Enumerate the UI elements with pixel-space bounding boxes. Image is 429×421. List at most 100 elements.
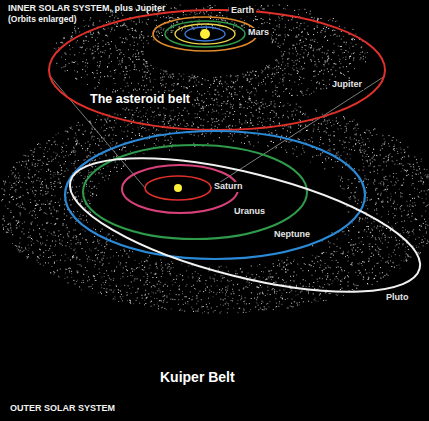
- belt-dot: [302, 93, 303, 94]
- belt-dot: [256, 19, 257, 20]
- belt-dot: [205, 79, 206, 80]
- belt-dot: [363, 58, 364, 59]
- belt-dot: [197, 25, 198, 26]
- belt-dot: [334, 52, 335, 53]
- belt-dot: [302, 31, 303, 32]
- belt-dot: [52, 252, 53, 253]
- belt-dot: [213, 118, 214, 119]
- belt-dot: [70, 54, 71, 55]
- belt-dot: [171, 17, 172, 18]
- belt-dot: [125, 25, 126, 26]
- belt-dot: [231, 280, 232, 281]
- belt-dot: [275, 29, 276, 30]
- belt-dot: [233, 81, 234, 82]
- belt-dot: [273, 28, 274, 29]
- belt-dot: [361, 241, 362, 242]
- belt-dot: [299, 61, 300, 62]
- belt-dot: [65, 64, 66, 65]
- belt-dot: [76, 243, 77, 244]
- belt-dot: [106, 35, 107, 36]
- belt-dot: [191, 78, 192, 79]
- belt-dot: [115, 72, 116, 73]
- belt-dot: [108, 21, 109, 22]
- belt-dot: [351, 149, 352, 150]
- belt-dot: [262, 71, 263, 72]
- belt-dot: [166, 70, 167, 71]
- belt-dot: [179, 286, 180, 287]
- belt-dot: [113, 78, 114, 79]
- belt-dot: [12, 187, 13, 188]
- belt-dot: [376, 208, 377, 209]
- belt-dot: [72, 257, 73, 258]
- belt-dot: [166, 83, 167, 84]
- belt-dot: [73, 152, 74, 153]
- belt-dot: [408, 211, 409, 212]
- belt-dot: [136, 31, 137, 32]
- belt-dot: [396, 178, 397, 179]
- belt-dot: [97, 73, 98, 74]
- belt-dot: [61, 173, 62, 174]
- belt-dot: [218, 19, 219, 20]
- belt-dot: [86, 59, 87, 60]
- belt-dot: [131, 282, 132, 283]
- belt-dot: [291, 19, 292, 20]
- belt-dot: [160, 27, 161, 28]
- belt-dot: [104, 138, 105, 139]
- belt-dot: [341, 49, 342, 50]
- belt-dot: [139, 38, 140, 39]
- belt-dot: [158, 108, 159, 109]
- belt-dot: [278, 43, 279, 44]
- belt-dot: [312, 141, 313, 142]
- belt-dot: [142, 69, 143, 70]
- belt-dot: [241, 25, 242, 26]
- belt-dot: [122, 15, 123, 16]
- belt-dot: [177, 21, 178, 22]
- belt-dot: [150, 82, 151, 83]
- belt-dot: [168, 123, 169, 124]
- belt-dot: [114, 30, 115, 31]
- belt-dot: [387, 247, 388, 248]
- belt-dot: [280, 45, 281, 46]
- belt-dot: [139, 22, 140, 23]
- belt-dot: [301, 92, 302, 93]
- belt-dot: [326, 88, 327, 89]
- belt-dot: [320, 32, 321, 33]
- belt-dot: [108, 42, 109, 43]
- belt-dot: [156, 25, 157, 26]
- belt-dot: [140, 111, 141, 112]
- belt-dot: [262, 99, 263, 100]
- belt-dot: [310, 59, 311, 60]
- belt-dot: [277, 87, 278, 88]
- belt-dot: [141, 40, 142, 41]
- belt-dot: [122, 58, 123, 59]
- belt-dot: [185, 28, 186, 29]
- belt-dot: [91, 132, 92, 133]
- belt-dot: [126, 68, 127, 69]
- belt-dot: [99, 34, 100, 35]
- belt-dot: [341, 39, 342, 40]
- belt-dot: [330, 267, 331, 268]
- belt-dot: [335, 70, 336, 71]
- belt-dot: [135, 89, 136, 90]
- belt-dot: [263, 19, 264, 20]
- belt-dot: [127, 125, 128, 126]
- belt-dot: [351, 39, 352, 40]
- belt-dot: [120, 88, 121, 89]
- belt-dot: [303, 41, 304, 42]
- belt-dot: [221, 83, 222, 84]
- belt-dot: [282, 56, 283, 57]
- belt-dot: [125, 37, 126, 38]
- belt-dot: [336, 294, 337, 295]
- belt-dot: [306, 39, 307, 40]
- belt-dot: [111, 41, 112, 42]
- belt-dot: [287, 34, 288, 35]
- belt-dot: [362, 155, 363, 156]
- belt-dot: [287, 298, 288, 299]
- belt-dot: [324, 65, 325, 66]
- belt-dot: [200, 291, 201, 292]
- belt-dot: [320, 71, 321, 72]
- belt-dot: [119, 49, 120, 50]
- belt-dot: [323, 84, 324, 85]
- belt-dot: [115, 69, 116, 70]
- belt-dot: [302, 36, 303, 37]
